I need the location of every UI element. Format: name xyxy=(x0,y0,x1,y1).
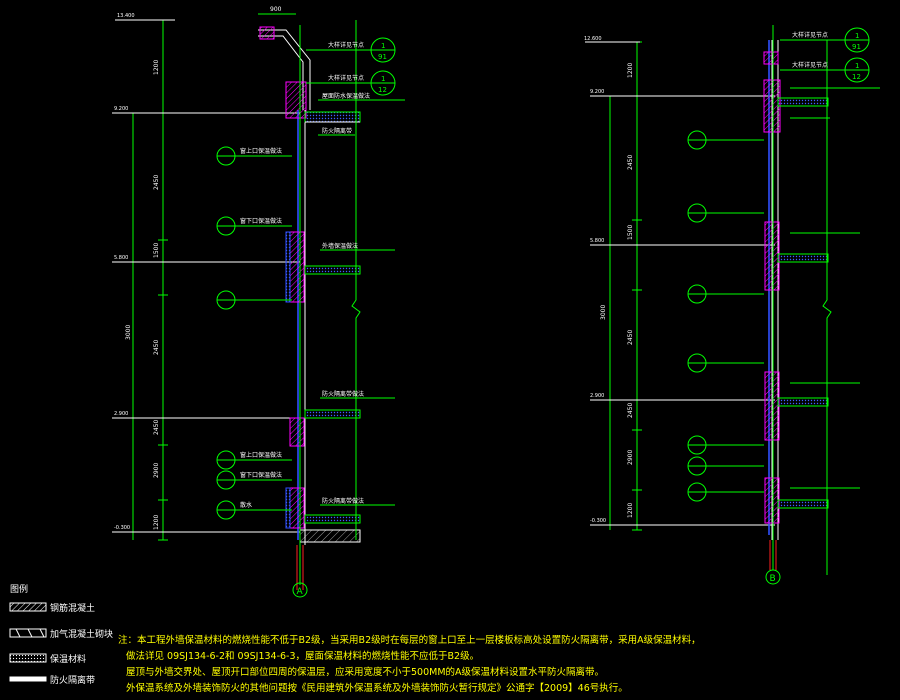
legend-item-label: 钢筋混凝土 xyxy=(50,604,96,614)
section-b-dim-3: 3000 xyxy=(600,305,607,320)
section-b-dim-5: 2450 xyxy=(627,330,634,345)
note-line: 外保温系统及外墙装饰防火的其他问题按《民用建筑外保温系统及外墙装饰防火暂行规定》… xyxy=(126,683,628,694)
section-b-callout-1-num: 1 xyxy=(855,32,859,40)
section-a-label-4: 窗下口保温做法 xyxy=(240,217,282,225)
section-a-label-10: 散水 xyxy=(240,501,252,509)
section-b-dim-7: 2900 xyxy=(627,450,634,465)
section-b-dim-4: 1500 xyxy=(627,225,634,240)
section-a-label-3: 窗上口保温做法 xyxy=(240,147,282,155)
section-b-dim-1: 1200 xyxy=(627,63,634,78)
section-a xyxy=(112,13,405,598)
section-a-top-dim: 900 xyxy=(270,6,282,13)
section-b-elev-5: -0.300 xyxy=(590,518,606,524)
section-a-elev-4: 2.900 xyxy=(114,411,128,417)
section-a-callout-1-num: 1 xyxy=(381,42,385,50)
section-a-label-6: 防火隔离带做法 xyxy=(322,390,364,398)
section-b-elev-2: 9.200 xyxy=(590,89,604,95)
section-a-axis-label: A xyxy=(297,587,304,597)
legend-item-label: 加气混凝土砌块 xyxy=(50,630,114,640)
section-a-callout-2-text: 大样详见节点 xyxy=(328,74,364,82)
section-a-callout-1-den: 91 xyxy=(378,53,387,61)
section-a-label-7: 窗上口保温做法 xyxy=(240,451,282,459)
legend-item-label: 保温材料 xyxy=(50,655,87,665)
section-a-dim-4: 1500 xyxy=(153,243,160,258)
section-b-dim-2: 2450 xyxy=(627,155,634,170)
section-a-callout-2-den: 12 xyxy=(378,86,387,94)
section-a-label-2: 防火隔离带 xyxy=(322,127,352,135)
section-a-dim-6: 2450 xyxy=(153,420,160,435)
legend-swatch-solid xyxy=(9,676,47,682)
section-b-callout-2-den: 12 xyxy=(852,73,861,81)
section-b-callout-2-num: 1 xyxy=(855,62,859,70)
section-b-dim-6: 2450 xyxy=(627,403,634,418)
section-b-callout-2-text: 大样详见节点 xyxy=(792,61,828,69)
section-a-dim-3: 3000 xyxy=(125,325,132,340)
section-a-elev-1: 13.400 xyxy=(117,13,135,19)
legend-item-label: 防火隔离带 xyxy=(50,676,96,686)
section-a-label-9: 防火隔离带做法 xyxy=(322,497,364,505)
section-b-callout-1-den: 91 xyxy=(852,43,861,51)
section-b-axis-label: B xyxy=(770,574,776,584)
section-b-dim-8: 1200 xyxy=(627,503,634,518)
section-a-dim-2: 2450 xyxy=(153,175,160,190)
section-a-label-1: 屋面防水保温做法 xyxy=(322,92,370,100)
legend-swatch-hatch xyxy=(9,602,47,612)
section-b xyxy=(585,25,880,585)
section-a-elev-5: -0.300 xyxy=(114,525,130,531)
section-a-dim-1: 1200 xyxy=(153,60,160,75)
section-a-label-8: 窗下口保温做法 xyxy=(240,471,282,479)
note-line: 注：本工程外墙保温材料的燃烧性能不低于B2级，当采用B2级时在每层的窗上口至上一… xyxy=(118,635,701,646)
section-a-callout-2-num: 1 xyxy=(381,75,385,83)
section-a-elev-3: 5.800 xyxy=(114,255,128,261)
section-b-elev-4: 2.900 xyxy=(590,393,604,399)
section-a-dim-5: 2450 xyxy=(153,340,160,355)
section-b-callout-1-text: 大样详见节点 xyxy=(792,31,828,39)
section-a-label-5: 外墙保温做法 xyxy=(322,242,358,250)
note-line: 做法详见 09SJ134-6-2和 09SJ134-6-3，屋面保温材料的燃烧性… xyxy=(126,651,480,662)
section-b-elev-1: 12.600 xyxy=(584,36,602,42)
section-a-dim-8: 1200 xyxy=(153,515,160,530)
legend-swatch-dots xyxy=(9,653,47,663)
section-a-elev-2: 9.200 xyxy=(114,106,128,112)
section-a-dim-7: 2900 xyxy=(153,463,160,478)
section-a-callout-1-text: 大样详见节点 xyxy=(328,41,364,49)
legend-title: 图例 xyxy=(10,585,29,595)
section-b-elev-3: 5.800 xyxy=(590,238,604,244)
note-line: 屋顶与外墙交界处、屋顶开口部位四周的保温层，应采用宽度不小于500MM的A级保温… xyxy=(126,667,605,678)
